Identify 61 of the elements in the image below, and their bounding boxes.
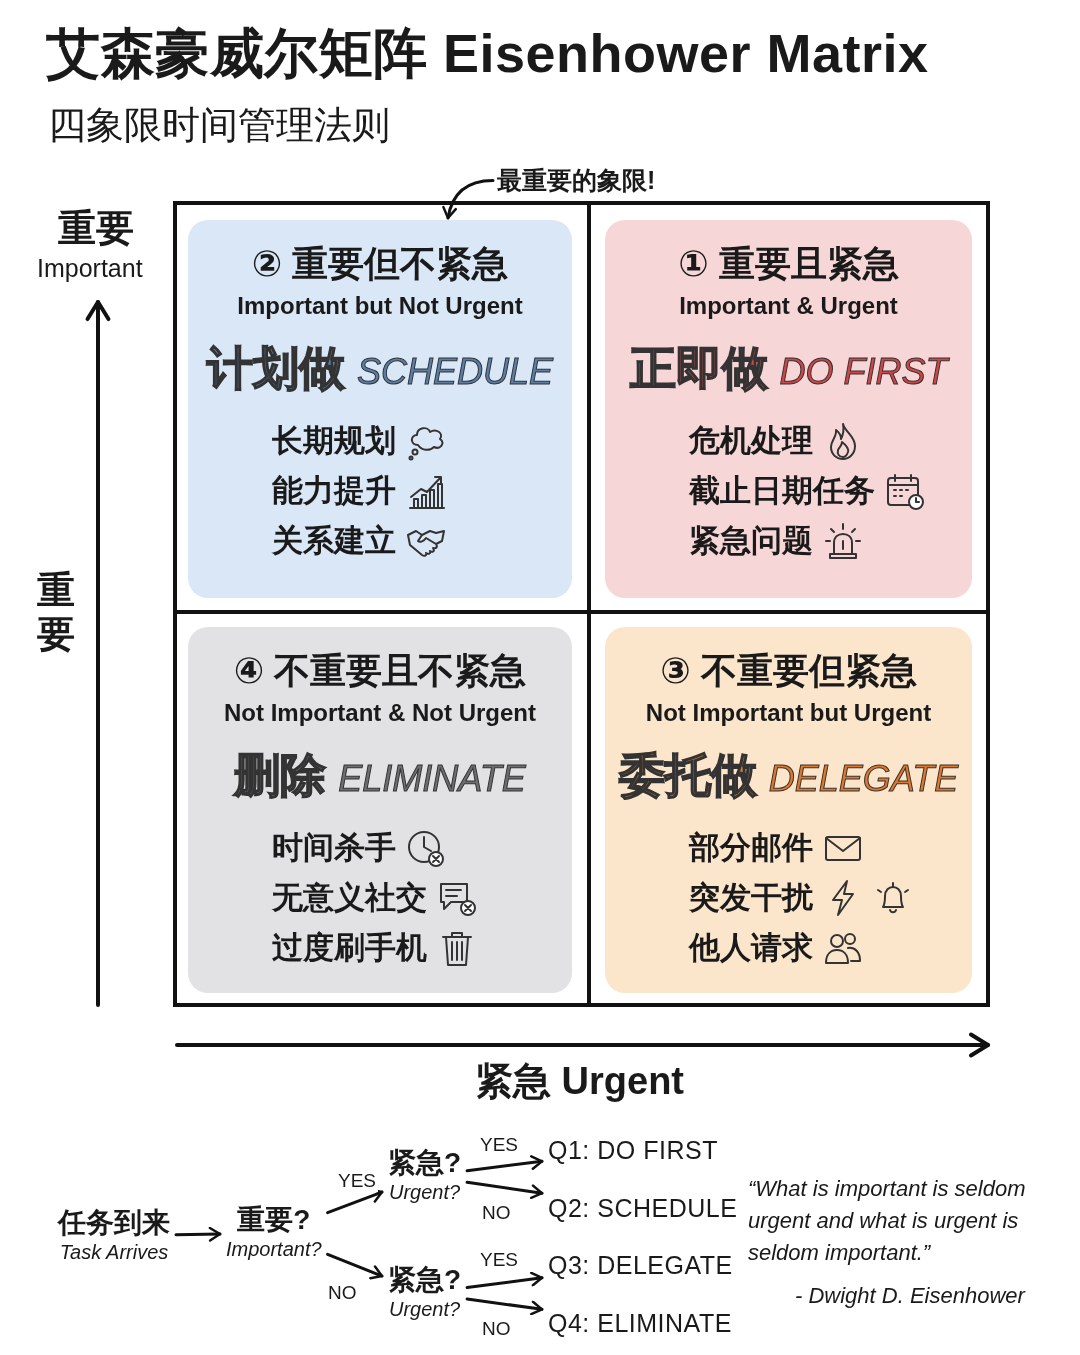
subtitle: 四象限时间管理法则 <box>48 103 390 148</box>
arrow <box>326 1252 384 1280</box>
outcome-text: Q1: DO FIRST <box>548 1135 718 1165</box>
quadrant-heading: ① 重要且紧急 <box>677 242 900 286</box>
quadrant-card <box>605 627 972 993</box>
question-subtext: Urgent? <box>388 1297 462 1322</box>
quadrant-heading: ④ 不重要且不紧急 <box>232 649 528 693</box>
arrow <box>174 1226 222 1242</box>
action-label: 正即做 <box>629 341 768 396</box>
item-text: 过度刷手机 <box>272 929 427 967</box>
item-text: 他人请求 <box>689 929 813 967</box>
quadrant-card <box>188 220 572 598</box>
item-text: 紧急问题 <box>689 522 813 560</box>
question-text: 任务到来 <box>58 1207 170 1239</box>
quadrant-subheading: Not Important but Urgent <box>644 699 933 727</box>
item-text: 长期规划 <box>272 422 396 460</box>
axis-label: 紧急 Urgent <box>475 1059 684 1104</box>
question-subtext: Urgent? <box>388 1180 462 1205</box>
callout-arrow <box>442 179 495 220</box>
callout-text: 最重要的象限! <box>497 164 656 197</box>
question-text: 紧急? <box>388 1264 462 1296</box>
question-text: 紧急? <box>388 1147 462 1179</box>
quote-text: “What is important is seldom urgent and what is urgent is seldom important.” <box>748 1175 1027 1267</box>
action-label: 删除 <box>234 748 327 803</box>
outcome-text: Q3: DELEGATE <box>548 1250 733 1280</box>
action-label: 计划做 <box>206 341 345 396</box>
question-subtext: Task Arrives <box>58 1240 170 1265</box>
item-text: 时间杀手 <box>272 829 396 867</box>
axis-label: Important <box>37 254 143 283</box>
action-label: SCHEDULE <box>356 351 554 393</box>
axis-label: 重要 <box>58 206 134 251</box>
item-text: 突发干扰 <box>689 879 813 917</box>
arrow <box>326 1188 384 1215</box>
quadrant-subheading: Important but Not Urgent <box>236 292 524 320</box>
quadrant-subheading: Not Important & Not Urgent <box>223 699 537 727</box>
quadrant-card <box>605 220 972 598</box>
outcome-text: Q2: SCHEDULE <box>548 1193 738 1223</box>
action-label: 委托做 <box>618 748 757 803</box>
arrow <box>465 1271 544 1289</box>
action-label: DO FIRST <box>779 351 948 393</box>
title: 艾森豪威尔矩阵 Eisenhower Matrix <box>46 22 929 85</box>
quote-author: - Dwight D. Eisenhower <box>795 1283 1025 1309</box>
item-text: 无意义社交 <box>272 879 427 917</box>
arrow <box>465 1180 544 1200</box>
action-label: ELIMINATE <box>338 758 526 800</box>
quadrant-card <box>188 627 572 993</box>
quadrant-heading: ③ 不重要但紧急 <box>659 649 918 693</box>
item-text: 截止日期任务 <box>689 472 875 510</box>
arrow <box>465 1155 544 1173</box>
outcome-text: Q4: ELIMINATE <box>548 1308 732 1338</box>
arrow <box>465 1297 544 1316</box>
item-text: 关系建立 <box>272 522 396 560</box>
action-label: DELEGATE <box>768 758 959 800</box>
item-text: 部分邮件 <box>689 829 813 867</box>
axis-label: 重要 <box>36 568 76 656</box>
item-text: 危机处理 <box>689 422 813 460</box>
question-subtext: Important? <box>226 1237 322 1262</box>
quadrant-heading: ② 重要但不紧急 <box>250 242 510 286</box>
question-text: 重要? <box>236 1204 312 1236</box>
quadrant-subheading: Important & Urgent <box>678 292 899 320</box>
item-text: 能力提升 <box>272 472 396 510</box>
